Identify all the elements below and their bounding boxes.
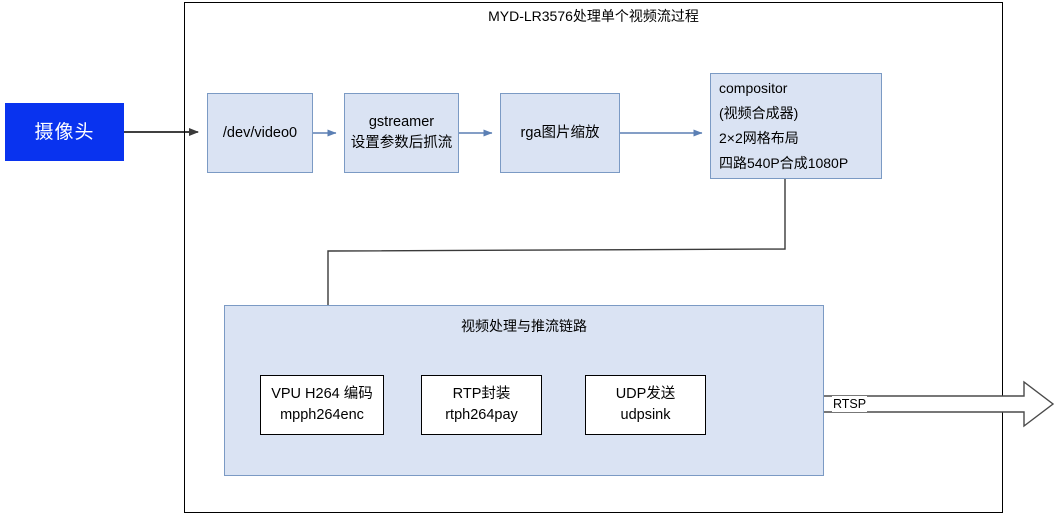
node-compositor-line3: 2×2网格布局 — [719, 130, 799, 146]
node-compositor-line4: 四路540P合成1080P — [719, 155, 849, 171]
node-dev-video0-label: /dev/video0 — [222, 124, 298, 141]
node-rtp-line2: rtph264pay — [445, 407, 518, 423]
node-vpu-h264-encoder[interactable]: VPU H264 编码 mpph264enc — [260, 375, 384, 435]
node-udp-line2: udpsink — [620, 407, 671, 423]
edge-label-rtsp: RTSP — [832, 396, 868, 412]
node-gstreamer-line2: 设置参数后抓流 — [350, 135, 453, 151]
node-gstreamer-line1: gstreamer — [368, 114, 435, 130]
node-rtp-payloader[interactable]: RTP封装 rtph264pay — [421, 375, 542, 435]
node-camera-label: 摄像头 — [34, 121, 95, 143]
node-udp-sink[interactable]: UDP发送 udpsink — [585, 375, 706, 435]
node-dev-video0[interactable]: /dev/video0 — [207, 93, 313, 173]
node-compositor-line1: compositor — [719, 80, 788, 96]
group-video-pipeline-title: 视频处理与推流链路 — [461, 318, 587, 334]
node-udp-line1: UDP发送 — [615, 386, 676, 402]
node-rga-label: rga图片缩放 — [520, 124, 600, 141]
node-camera[interactable]: 摄像头 — [5, 103, 124, 161]
node-compositor-line2: (视频合成器) — [719, 105, 799, 121]
node-vpu-line2: mpph264enc — [280, 407, 364, 423]
node-rtp-line1: RTP封装 — [452, 386, 511, 402]
node-compositor[interactable]: compositor (视频合成器) 2×2网格布局 四路540P合成1080P — [710, 73, 882, 179]
page-title: MYD-LR3576处理单个视频流过程 — [488, 8, 699, 24]
node-gstreamer[interactable]: gstreamer 设置参数后抓流 — [344, 93, 459, 173]
node-vpu-line1: VPU H264 编码 — [271, 386, 373, 402]
node-rga[interactable]: rga图片缩放 — [500, 93, 620, 173]
outer-boundary-frame — [184, 2, 1003, 513]
